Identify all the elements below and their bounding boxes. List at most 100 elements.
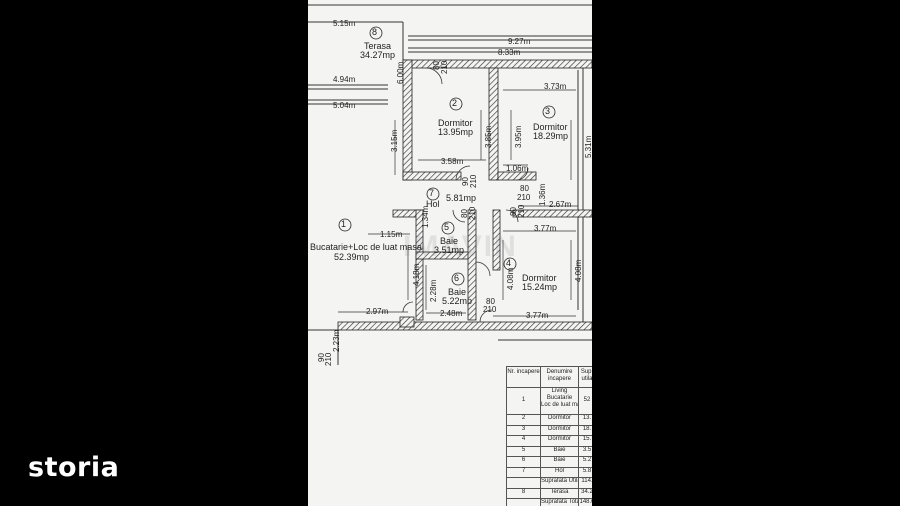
dim-2-67: 2.67m bbox=[549, 200, 572, 209]
room-area-1: 52.39mp bbox=[334, 252, 370, 262]
table-cell-nr: 4 bbox=[507, 436, 541, 446]
dim-8-33: 8.33m bbox=[498, 48, 521, 57]
dim-1-15: 1.15m bbox=[380, 230, 403, 239]
dim-4-08-left: 4.08m bbox=[506, 267, 515, 290]
table-cell-area: 5.8 bbox=[582, 467, 592, 474]
table-cell-nr: 7 bbox=[507, 467, 541, 477]
table-cell-area: 3.5 bbox=[582, 446, 592, 453]
floor-plan: IMAVIN 8 2 3 7 1 5 4 6 Terasa 34.27mp Do… bbox=[308, 0, 592, 506]
dim-3-58: 3.58m bbox=[441, 157, 464, 166]
watermark: IMAVIN bbox=[403, 230, 518, 263]
door-label-210-f: 210 bbox=[483, 305, 497, 314]
door-label-210-b: 210 bbox=[469, 174, 478, 188]
table-cell-name-line: Living bbox=[551, 388, 568, 394]
room-area-4: 15.24mp bbox=[522, 282, 558, 292]
table-cell-area: 52 bbox=[583, 397, 591, 403]
dim-3-77-bottom: 3.77m bbox=[526, 311, 549, 320]
table-header-area: Sup. utila bbox=[580, 369, 592, 382]
dim-5-31: 5.31m bbox=[584, 135, 592, 158]
plan-walls bbox=[337, 59, 592, 331]
room-area-5: 3.51mp bbox=[434, 245, 465, 255]
room-name-5: Baie bbox=[440, 236, 459, 246]
dim-1-36: 1.36m bbox=[538, 183, 547, 206]
room-area-7: 5.81mp bbox=[446, 193, 477, 203]
table-cell-name: Baie bbox=[541, 446, 579, 456]
dim-9-27: 9.27m bbox=[508, 37, 531, 46]
table-cell-name: Suprafata Totala bbox=[541, 499, 579, 506]
room-number-2: 2 bbox=[452, 98, 458, 108]
dim-5-15: 5.15m bbox=[333, 19, 356, 28]
table-cell-area: 114. bbox=[581, 478, 592, 484]
table-cell-area: 13. bbox=[582, 415, 592, 421]
dim-3-77-mid: 3.77m bbox=[534, 224, 557, 233]
dim-4-94: 4.94m bbox=[333, 75, 356, 84]
dim-3-95: 3.95m bbox=[514, 125, 523, 148]
door-label-210-c: 210 bbox=[517, 193, 531, 202]
room-number-8: 8 bbox=[372, 27, 378, 37]
door-label-80-c: 80 bbox=[520, 184, 529, 193]
table-cell-name-line: Bucatarie bbox=[546, 394, 573, 401]
door-label-210-d: 210 bbox=[468, 206, 477, 220]
table-cell-nr: 6 bbox=[507, 457, 541, 467]
table-cell-name-line: Loc de luat masa bbox=[541, 401, 578, 408]
table-cell-area: 15. bbox=[582, 436, 592, 442]
dim-1-06: 1.06m bbox=[506, 164, 529, 173]
room-number-6: 6 bbox=[454, 273, 460, 283]
door-label-210-a: 210 bbox=[440, 60, 449, 74]
room-table: Nr. incapere Denumire incapere Sup. util… bbox=[506, 366, 592, 506]
room-name-2: Dormitor bbox=[438, 118, 473, 128]
dim-1-34: 1.34m bbox=[421, 205, 430, 228]
table-cell-nr: 5 bbox=[507, 446, 541, 456]
dim-2-48: 2.48m bbox=[440, 309, 463, 318]
room-area-2: 13.95mp bbox=[438, 127, 474, 137]
table-cell-area: 148.6 bbox=[579, 499, 592, 505]
table-cell-area: 18. bbox=[582, 425, 592, 432]
table-cell-nr: 8 bbox=[507, 488, 541, 498]
room-number-1: 1 bbox=[341, 219, 347, 229]
dim-3-73-top: 3.73m bbox=[544, 82, 567, 91]
door-label-210-g: 210 bbox=[324, 352, 333, 366]
dim-2-23: 2.23m bbox=[332, 329, 341, 352]
table-cell-name: Dormitor bbox=[541, 436, 579, 446]
room-area-8: 34.27mp bbox=[360, 50, 396, 60]
room-area-3: 18.29mp bbox=[533, 131, 569, 141]
table-cell-name: Terasa bbox=[541, 488, 579, 498]
table-cell-name: Dormitor bbox=[541, 415, 579, 425]
table-cell-name: Living Bucatarie Loc de luat masa bbox=[541, 388, 579, 414]
table-cell-nr bbox=[507, 478, 541, 488]
table-cell-nr bbox=[507, 499, 541, 506]
room-name-8: Terasa bbox=[364, 41, 392, 51]
table-cell-nr: 3 bbox=[507, 425, 541, 435]
table-cell-name: Dormitor bbox=[541, 425, 579, 435]
door-label-80-f: 80 bbox=[486, 297, 495, 306]
table-cell-nr: 2 bbox=[507, 415, 541, 425]
room-number-3: 3 bbox=[545, 106, 551, 116]
room-name-3: Dormitor bbox=[533, 122, 568, 132]
room-name-4: Dormitor bbox=[522, 273, 557, 283]
room-number-7: 7 bbox=[429, 188, 435, 198]
table-header-name: Denumire incapere bbox=[541, 367, 579, 387]
table-cell-nr: 1 bbox=[507, 388, 541, 414]
plan-dimension-lines bbox=[338, 89, 578, 317]
table-cell-name: Baie bbox=[541, 457, 579, 467]
dim-5-04: 5.04m bbox=[333, 101, 356, 110]
plan-doors bbox=[402, 67, 529, 323]
dim-2-28: 2.28m bbox=[429, 279, 438, 302]
table-row: 1 Living Bucatarie Loc de luat masa 52 bbox=[506, 387, 592, 414]
room-number-4: 4 bbox=[506, 258, 512, 268]
table-row: Suprafata Totala148.6 bbox=[506, 498, 592, 506]
dim-3-85: 3.85m bbox=[484, 125, 493, 148]
room-table-header: Nr. incapere Denumire incapere Sup. util… bbox=[506, 366, 592, 387]
room-area-6: 5.22mp bbox=[442, 296, 473, 306]
storia-logo: storia bbox=[28, 452, 120, 483]
table-cell-area: 5.2 bbox=[582, 457, 592, 463]
table-header-nr: Nr. incapere bbox=[507, 367, 541, 387]
